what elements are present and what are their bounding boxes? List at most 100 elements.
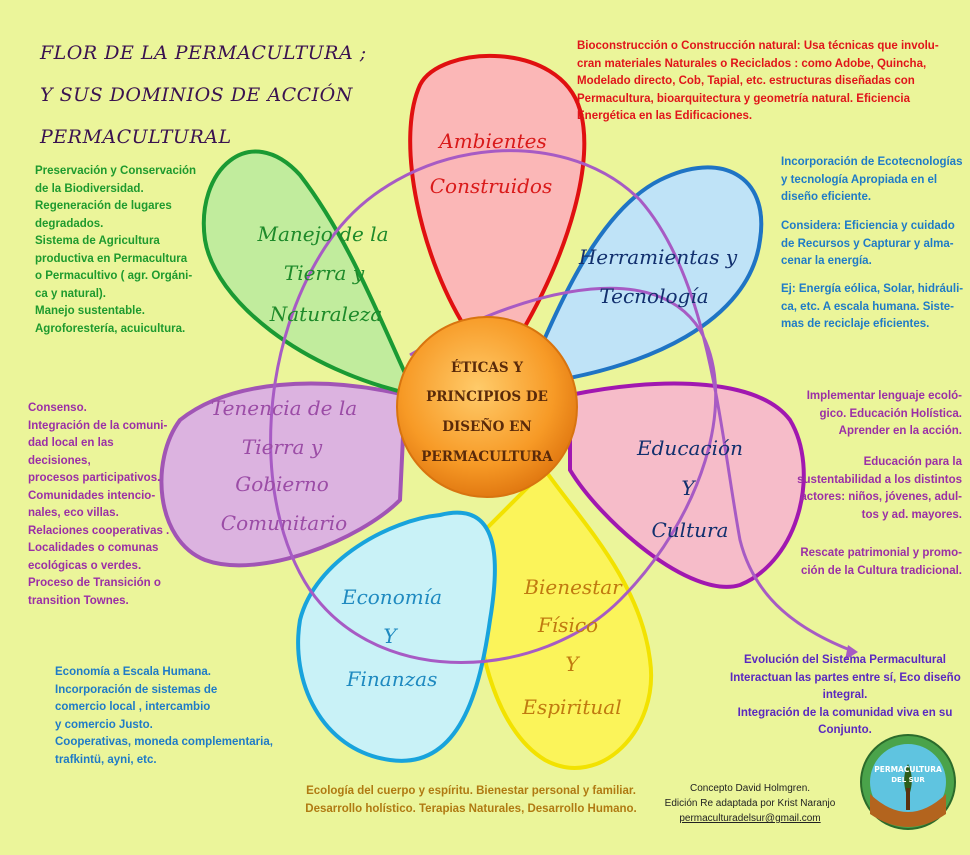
petal-label-bienestar-2: Físico xyxy=(537,613,598,637)
text-line: Localidades o comunas xyxy=(28,542,159,554)
text-line: Interactuan las partes entre sí, Eco dis… xyxy=(730,671,961,684)
text-line: y tecnología Apropiada en el xyxy=(781,173,938,186)
text-line: Agroforestería, acuicultura. xyxy=(35,322,186,335)
text-preservacion: Preservación y Conservación de la Biodiv… xyxy=(35,163,196,338)
petal-ambientes xyxy=(408,53,587,337)
text-line: ción de la Cultura tradicional. xyxy=(800,564,962,577)
petal-label-educacion-2: Y xyxy=(681,476,696,500)
text-line: Preservación y Conservación xyxy=(35,165,197,177)
center-line2: PRINCIPIOS DE xyxy=(426,389,548,405)
text-educacion-1: Implementar lenguaje ecoló- gico. Educac… xyxy=(790,388,962,441)
petal-tenencia xyxy=(159,381,408,568)
text-evolucion: Evolución del Sistema Permacultural Inte… xyxy=(730,652,961,740)
logo-text-1: PERMACULTURA xyxy=(874,765,942,774)
text-educacion-3: Rescate patrimonial y promo- ción de la … xyxy=(790,545,962,580)
petal-label-manejo-3: Naturaleza xyxy=(269,302,383,326)
petal-label-bienestar-4: Espiritual xyxy=(521,695,621,719)
text-line: transition Townes. xyxy=(28,594,129,607)
text-bioconstruccion: Bioconstrucción o Construcción natural: … xyxy=(577,38,939,126)
text-line: Cooperativas, moneda complementaria, xyxy=(55,736,273,748)
text-educacion-2: Educación para la sustentabilidad a los … xyxy=(790,454,962,524)
text-line: Integración de la comuni- xyxy=(28,419,168,432)
center-line4: PERMACULTURA xyxy=(421,449,553,465)
text-line: Incorporación de sistemas de xyxy=(55,683,218,696)
petal-label-economia-1: Economía xyxy=(341,585,442,609)
text-ecologia: Ecología del cuerpo y espíritu. Bienesta… xyxy=(302,783,640,818)
petal-label-tenencia-1: Tenencia de la xyxy=(211,396,357,420)
petal-label-economia-2: Y xyxy=(383,624,398,648)
text-line: de Recursos y Capturar y alma- xyxy=(781,237,954,250)
text-line: Regeneración de lugares xyxy=(35,200,172,212)
spiral-line xyxy=(269,149,856,664)
text-line: diseño eficiente. xyxy=(781,191,872,203)
text-line: ecológicas o verdes. xyxy=(28,559,142,572)
petal-label-tenencia-3: Gobierno xyxy=(235,472,329,496)
center-line3: DISEÑO EN xyxy=(442,419,532,435)
title-line1: FLOR DE LA PERMACULTURA ; xyxy=(40,42,367,64)
credits: Concepto David Holmgren. Edición Re adap… xyxy=(660,781,840,826)
petal-label-ambientes-2: Construidos xyxy=(430,174,552,198)
petal-economia xyxy=(296,510,497,763)
text-line: Rescate patrimonial y promo- xyxy=(800,547,962,559)
title-line2: Y SUS DOMINIOS DE ACCIÓN xyxy=(40,84,353,106)
text-line: Proceso de Transición o xyxy=(28,577,161,589)
credits-author: Concepto David Holmgren. xyxy=(689,783,811,794)
petal-label-herramientas-1: Herramientas y xyxy=(578,245,738,269)
text-line: degradados. xyxy=(35,217,104,230)
text-line: procesos participativos. xyxy=(28,472,161,484)
text-line: Considera: Eficiencia y cuidado xyxy=(781,220,955,232)
text-line: Permacultura, bioarquitectura y geometrí… xyxy=(577,92,910,105)
petal-label-tenencia-2: Tierra y xyxy=(242,435,323,459)
center-circle xyxy=(396,316,578,498)
page-title: FLOR DE LA PERMACULTURA ; Y SUS DOMINIOS… xyxy=(40,32,400,158)
text-line: de la Biodiversidad. xyxy=(35,182,144,195)
text-ecotecnologias: Incorporación de Ecotecnologías y tecnol… xyxy=(781,154,962,207)
text-line: Aprender en la acción. xyxy=(838,425,962,437)
petal-label-bienestar-3: Y xyxy=(565,652,580,676)
text-line: Evolución del Sistema Permacultural xyxy=(744,654,946,666)
credits-email[interactable]: permaculturadelsur@gmail.com xyxy=(679,813,821,824)
text-energia: Ej: Energía eólica, Solar, hidráuli- ca,… xyxy=(781,281,963,334)
petal-label-tenencia-4: Comunitario xyxy=(221,511,347,535)
text-line: Desarrollo holístico. Terapias Naturales… xyxy=(305,802,637,815)
text-line: actores: niños, jóvenes, adul- xyxy=(800,491,962,503)
text-line: Integración de la comunidad viva en su xyxy=(737,706,953,719)
text-line: o Permacultivo ( agr. Orgáni- xyxy=(35,270,193,282)
title-line3: PERMACULTURAL xyxy=(40,126,232,148)
text-line: ca, etc. A escala humana. Siste- xyxy=(781,300,955,313)
petal-label-ambientes-1: Ambientes xyxy=(437,129,546,153)
text-line: ca y natural). xyxy=(35,287,106,300)
permacultura-del-sur-logo: PERMACULTURA DEL SUR xyxy=(860,734,956,830)
text-line: Ej: Energía eólica, Solar, hidráuli- xyxy=(781,283,964,295)
text-line: dad local en las xyxy=(28,437,114,449)
petal-label-educacion-3: Cultura xyxy=(652,518,729,542)
spiral-arrowhead xyxy=(845,645,858,660)
text-line: Energética en las Edificaciones. xyxy=(577,110,753,122)
petal-label-economia-3: Finanzas xyxy=(346,667,438,691)
text-line: productiva en Permacultura xyxy=(35,252,188,265)
text-line: trafkintü, ayni, etc. xyxy=(55,753,157,766)
text-line: cenar la energía. xyxy=(781,255,872,267)
text-line: Manejo sustentable. xyxy=(35,305,145,317)
petal-label-manejo-1: Manejo de la xyxy=(256,222,388,246)
text-line: decisiones, xyxy=(28,454,91,467)
petal-herramientas xyxy=(521,165,764,388)
petal-label-bienestar-1: Bienestar xyxy=(523,575,623,599)
text-line: Sistema de Agricultura xyxy=(35,235,160,247)
text-line: comercio local , intercambio xyxy=(55,701,211,713)
text-line: Educación para la xyxy=(863,456,962,468)
text-line: gico. Educación Holística. xyxy=(819,407,962,420)
petal-educacion xyxy=(568,381,806,589)
petal-label-herramientas-2: Tecnología xyxy=(599,284,708,308)
text-line: Consenso. xyxy=(28,402,87,414)
text-line: Implementar lenguaje ecoló- xyxy=(806,390,962,402)
text-line: cran materiales Naturales o Reciclados :… xyxy=(577,57,927,70)
logo-text-2: DEL SUR xyxy=(891,776,925,784)
text-line: Comunidades intencio- xyxy=(28,489,156,502)
text-line: Modelado directo, Cob, Tapial, etc. estr… xyxy=(577,75,915,87)
text-line: Relaciones cooperativas . xyxy=(28,524,170,537)
text-consenso: Consenso. Integración de la comuni- dad … xyxy=(28,400,169,610)
text-considera: Considera: Eficiencia y cuidado de Recur… xyxy=(781,218,955,271)
